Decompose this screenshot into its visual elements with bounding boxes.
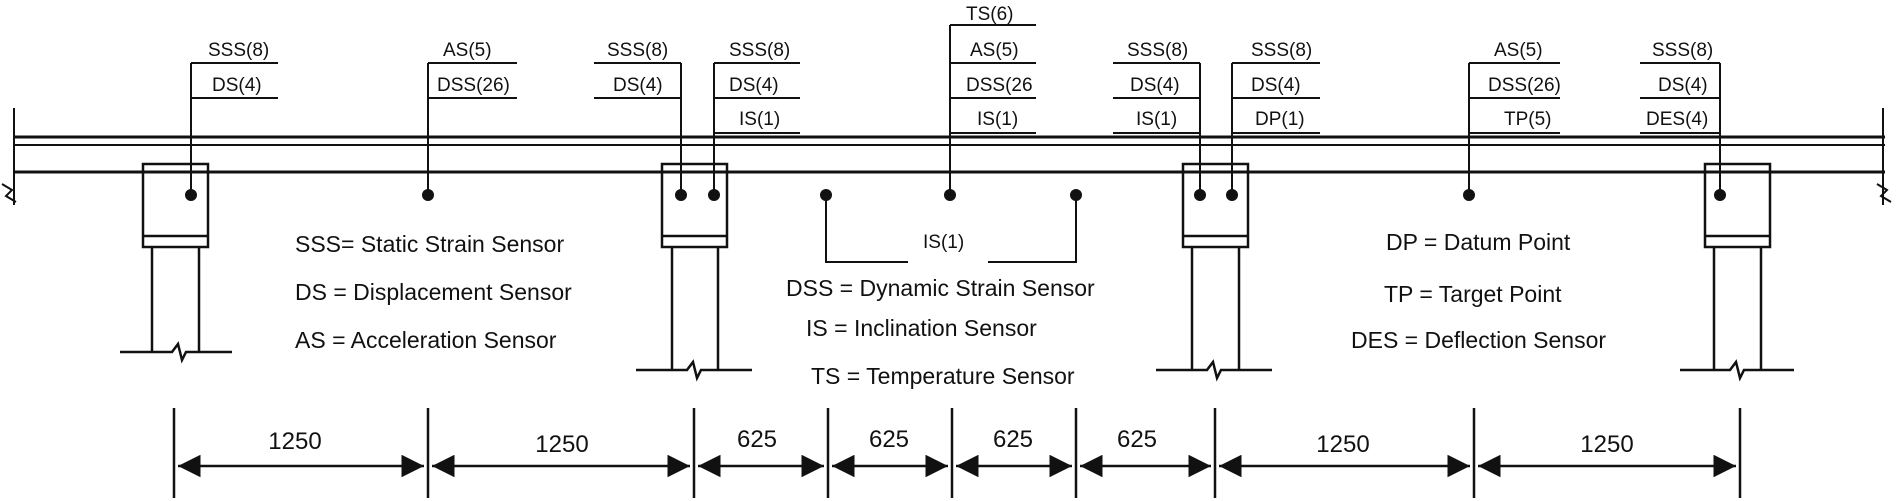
sensor-group-4: SSS(8) DS(4) IS(1) xyxy=(708,40,800,201)
sensor-point xyxy=(1463,189,1475,201)
legend-item: SSS= Static Strain Sensor xyxy=(295,231,564,257)
sensor-label-sss: SSS(8) xyxy=(729,40,790,61)
dimension-label: 1250 xyxy=(1316,431,1369,458)
sensor-label-sss: SSS(8) xyxy=(1127,40,1188,61)
sensor-label-ds: DS(4) xyxy=(212,75,262,96)
sensor-group-7: SSS(8) DS(4) DP(1) xyxy=(1226,40,1320,201)
pier-1 xyxy=(120,162,232,364)
dimension-label: 625 xyxy=(1117,426,1157,453)
legend-item: DES = Deflection Sensor xyxy=(1351,327,1606,353)
sensor-label-ds: DS(4) xyxy=(1658,75,1708,96)
legend-center: DSS = Dynamic Strain Sensor IS = Inclina… xyxy=(786,275,1095,389)
sensor-label-as: AS(5) xyxy=(1494,40,1543,61)
lower-sensor-label: IS(1) xyxy=(923,232,964,253)
sensor-label-tp: TP(5) xyxy=(1504,109,1552,130)
legend-item: DSS = Dynamic Strain Sensor xyxy=(786,275,1095,301)
sensor-label-sss: SSS(8) xyxy=(1652,40,1713,61)
sensor-label-ds: DS(4) xyxy=(1251,75,1301,96)
sensor-label-as: AS(5) xyxy=(970,40,1019,61)
dimension-label: 1250 xyxy=(535,431,588,458)
sensor-point xyxy=(675,189,687,201)
sensor-label-sss: SSS(8) xyxy=(1251,40,1312,61)
sensor-label-ds: DS(4) xyxy=(729,75,779,96)
sensor-label-des: DES(4) xyxy=(1646,109,1708,130)
legend-item: DP = Datum Point xyxy=(1386,229,1571,255)
pier-3 xyxy=(1156,162,1272,382)
sensor-label-sss: SSS(8) xyxy=(607,40,668,61)
legend-item: IS = Inclination Sensor xyxy=(806,315,1037,341)
sensor-group-8: AS(5) DSS(26) TP(5) xyxy=(1463,40,1561,201)
sensor-label-ds: DS(4) xyxy=(1130,75,1180,96)
sensor-label-dp: DP(1) xyxy=(1255,109,1305,130)
pier-2 xyxy=(636,162,752,382)
sensor-point xyxy=(185,189,197,201)
sensor-label-is: IS(1) xyxy=(977,109,1018,130)
dimension-label: 625 xyxy=(869,426,909,453)
pier-4 xyxy=(1680,162,1794,382)
dimension-line: 1250 1250 625 625 625 625 1250 1250 xyxy=(172,408,1742,498)
sensor-label-dss: DSS(26) xyxy=(437,75,510,96)
legend-item: TS = Temperature Sensor xyxy=(811,363,1075,389)
sensor-group-5: TS(6) AS(5) DSS(26 IS(1) xyxy=(944,4,1036,201)
sensor-label-sss: SSS(8) xyxy=(208,40,269,61)
legend-item: TP = Target Point xyxy=(1384,281,1562,307)
legend-item: AS = Acceleration Sensor xyxy=(295,327,557,353)
sensor-group-2: AS(5) DSS(26) xyxy=(422,40,517,201)
dimension-label: 625 xyxy=(993,426,1033,453)
sensor-label-dss: DSS(26 xyxy=(966,75,1033,96)
dimension-label: 1250 xyxy=(268,428,321,455)
sensor-label-ds: DS(4) xyxy=(613,75,663,96)
sensor-group-3: SSS(8) DS(4) xyxy=(594,40,687,201)
dimension-label: 625 xyxy=(737,426,777,453)
lower-sensor-bracket: IS(1) xyxy=(820,189,1082,263)
sensor-point xyxy=(1194,189,1206,201)
sensor-label-is: IS(1) xyxy=(1136,109,1177,130)
break-symbol-left xyxy=(1,183,17,203)
sensor-label-as: AS(5) xyxy=(443,40,492,61)
sensor-point xyxy=(422,189,434,201)
sensor-point xyxy=(1226,189,1238,201)
sensor-label-dss: DSS(26) xyxy=(1488,75,1561,96)
sensor-group-1: SSS(8) DS(4) xyxy=(185,40,278,201)
legend-right: DP = Datum Point TP = Target Point DES =… xyxy=(1351,229,1606,353)
break-symbol-right xyxy=(1876,183,1892,203)
dimension-label: 1250 xyxy=(1580,431,1633,458)
sensor-label-ts: TS(6) xyxy=(966,4,1014,25)
sensor-group-9: SSS(8) DS(4) DES(4) xyxy=(1640,40,1726,201)
legend-item: DS = Displacement Sensor xyxy=(295,279,572,305)
legend-left: SSS= Static Strain Sensor DS = Displacem… xyxy=(295,231,572,353)
sensor-point xyxy=(944,189,956,201)
sensor-point xyxy=(1714,189,1726,201)
sensor-group-6: SSS(8) DS(4) IS(1) xyxy=(1113,40,1206,201)
sensor-label-is: IS(1) xyxy=(739,109,780,130)
sensor-point xyxy=(708,189,720,201)
